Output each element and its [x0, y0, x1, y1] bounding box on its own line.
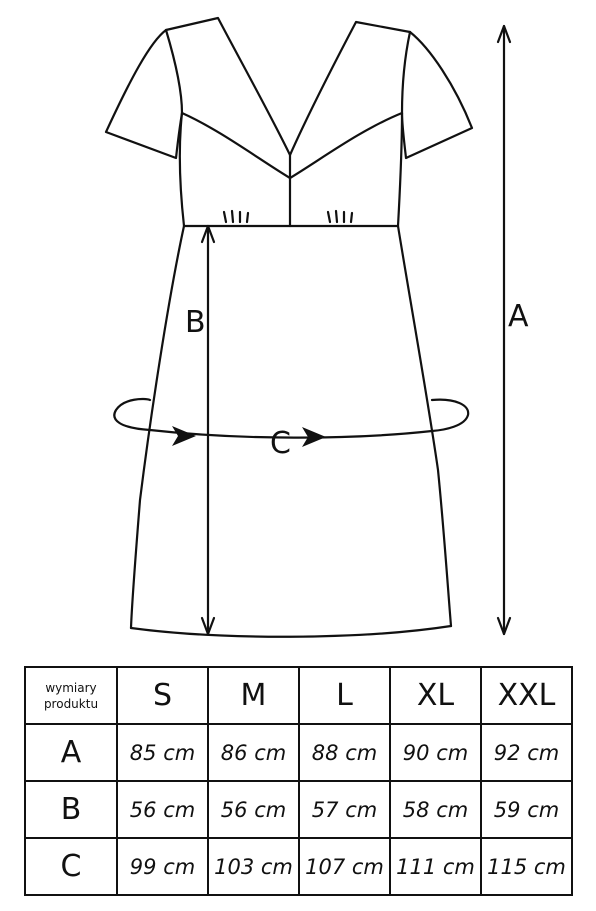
corner-label-line1: wymiary — [45, 680, 97, 695]
value-b-m: 56 cm — [207, 780, 300, 839]
dress-diagram: A B C — [104, 16, 529, 638]
size-header-l: L — [298, 666, 391, 725]
value-b-s: 56 cm — [116, 780, 209, 839]
table-header-row: wymiary produktu S M L XL XXL — [24, 666, 573, 725]
table-row-c: C 99 cm 103 cm 107 cm 111 cm 115 cm — [24, 837, 573, 896]
label-b: B — [185, 305, 206, 340]
measure-b-arrow-top — [200, 224, 216, 244]
value-c-m: 103 cm — [207, 837, 300, 896]
value-a-m: 86 cm — [207, 723, 300, 782]
corner-cell: wymiary produktu — [24, 666, 118, 725]
skirt-right — [396, 224, 453, 628]
value-a-s: 85 cm — [116, 723, 209, 782]
size-header-m: M — [207, 666, 300, 725]
value-c-l: 107 cm — [298, 837, 391, 896]
gathers-right — [326, 209, 354, 224]
value-c-s: 99 cm — [116, 837, 209, 896]
value-c-xl: 111 cm — [389, 837, 482, 896]
measure-a-arrow-bottom — [496, 616, 512, 636]
row-label-c: C — [24, 837, 118, 896]
row-label-a: A — [24, 723, 118, 782]
size-header-xxl: XXL — [480, 666, 573, 725]
measure-b-arrow-bottom — [200, 616, 216, 636]
table-row-b: B 56 cm 56 cm 57 cm 58 cm 59 cm — [24, 780, 573, 839]
measure-c-arrow-right — [302, 427, 326, 447]
table-row-a: A 85 cm 86 cm 88 cm 90 cm 92 cm — [24, 723, 573, 782]
size-header-s: S — [116, 666, 209, 725]
value-b-xl: 58 cm — [389, 780, 482, 839]
value-a-l: 88 cm — [298, 723, 391, 782]
size-table: wymiary produktu S M L XL XXL A 85 cm 86… — [24, 666, 573, 896]
corner-label-line2: produktu — [43, 696, 99, 711]
collar-left — [180, 111, 292, 180]
row-label-b: B — [24, 780, 118, 839]
value-b-xxl: 59 cm — [480, 780, 573, 839]
value-a-xl: 90 cm — [389, 723, 482, 782]
label-a: A — [508, 299, 529, 334]
measure-a-arrow-top — [496, 24, 512, 44]
neckline — [164, 16, 412, 157]
measure-c-loop — [113, 397, 470, 439]
skirt-left — [129, 224, 186, 630]
bodice-left-side — [164, 28, 186, 228]
right-sleeve — [400, 30, 474, 160]
collar-right — [288, 111, 404, 180]
hem — [129, 624, 453, 638]
label-c: C — [270, 426, 291, 461]
size-header-xl: XL — [389, 666, 482, 725]
value-a-xxl: 92 cm — [480, 723, 573, 782]
gathers-left — [222, 209, 250, 224]
value-b-l: 57 cm — [298, 780, 391, 839]
value-c-xxl: 115 cm — [480, 837, 573, 896]
measure-c-arrow-left — [172, 426, 196, 446]
